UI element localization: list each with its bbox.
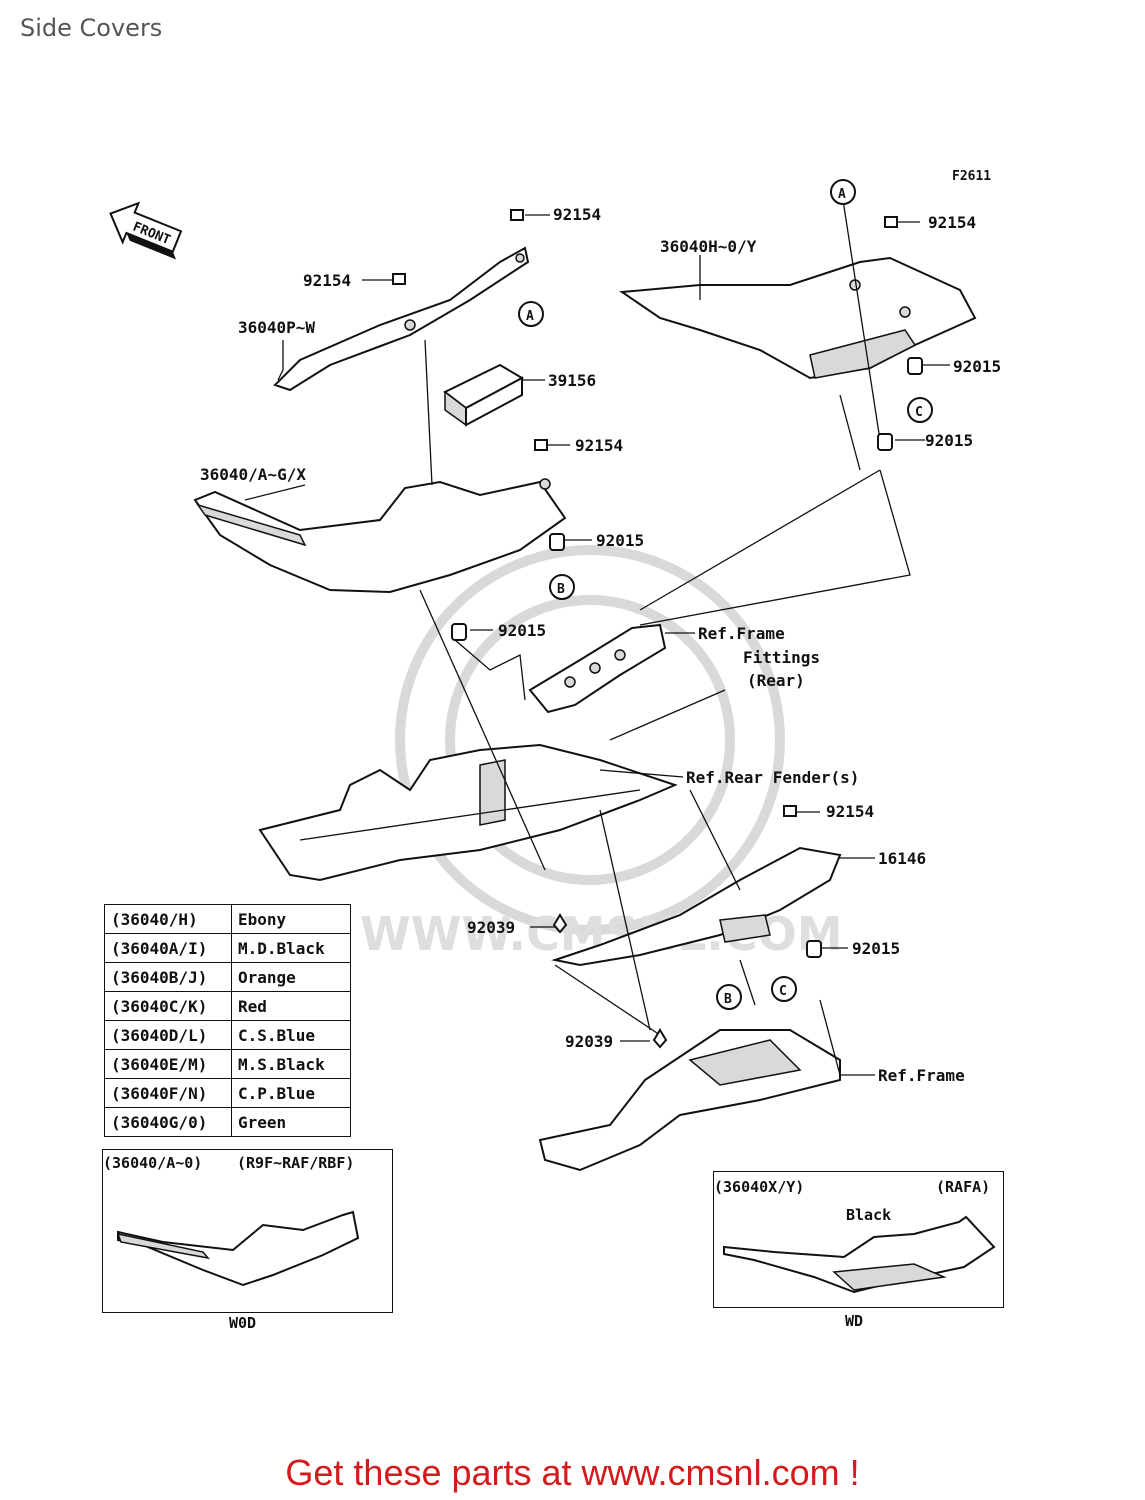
cover-36040pw-part [273, 246, 530, 392]
color-table-row: (36040A/I)M.D.Black [104, 933, 351, 963]
color-table-row: (36040E/M)M.S.Black [104, 1049, 351, 1079]
watermark: WWW.CMSNL.COM [360, 545, 843, 961]
inset-wd-part [723, 1215, 996, 1294]
hardware-collars [451, 357, 923, 958]
color-code-cell: (36040F/N) [104, 1078, 232, 1108]
inset-wd-models: (RAFA) [936, 1178, 991, 1196]
marker-b-mid: B [549, 574, 575, 600]
color-name-cell: M.S.Black [231, 1049, 351, 1079]
rear-fender-part [258, 743, 678, 882]
color-table-row: (36040/H)Ebony [104, 904, 351, 934]
label-92154-b: 92154 [303, 271, 351, 290]
color-code-cell: (36040/H) [104, 904, 232, 934]
color-table-row: (36040D/L)C.S.Blue [104, 1020, 351, 1050]
inset-w0d-code: (36040/A~0) [103, 1154, 203, 1172]
label-36040agx: 36040/A~G/X [200, 465, 306, 484]
inset-w0d-models: (R9F~RAF/RBF) [237, 1154, 355, 1172]
svg-text:C: C [779, 984, 787, 999]
color-code-cell: (36040A/I) [104, 933, 232, 963]
label-ref-rear-fender: Ref.Rear Fender(s) [686, 768, 859, 787]
cover-36040agx-part [193, 478, 567, 594]
marker-c-top: C [907, 397, 933, 423]
label-92015-c: 92015 [596, 531, 644, 550]
label-92015-e: 92015 [852, 939, 900, 958]
inset-wd: (36040X/Y) (RAFA) Black [713, 1171, 1004, 1308]
label-ref-frame-fittings-3: (Rear) [747, 671, 805, 690]
color-code-cell: (36040D/L) [104, 1020, 232, 1050]
label-92039-a: 92039 [467, 918, 515, 937]
marker-a-top: A [518, 301, 544, 327]
color-name-cell: Orange [231, 962, 351, 992]
svg-text:B: B [724, 992, 732, 1007]
label-92039-b: 92039 [565, 1032, 613, 1051]
color-code-cell: (36040B/J) [104, 962, 232, 992]
svg-text:B: B [557, 582, 565, 597]
label-36040hoy: 36040H~0/Y [660, 237, 757, 256]
svg-text:C: C [915, 405, 923, 420]
label-ref-frame-fittings-1: Ref.Frame [698, 624, 785, 643]
inset-wd-black-note: Black [846, 1206, 892, 1224]
marker-b-bottom: B [716, 984, 742, 1010]
label-39156: 39156 [548, 371, 596, 390]
front-arrow-icon: FRONT [109, 201, 183, 260]
label-92154-a: 92154 [553, 205, 601, 224]
marker-a-right: A [830, 179, 856, 205]
color-code-cell: (36040E/M) [104, 1049, 232, 1079]
inset-w0d: (36040/A~0) (R9F~RAF/RBF) [102, 1149, 393, 1313]
cover-16146-part [551, 846, 842, 967]
color-name-cell: Green [231, 1107, 351, 1137]
page-title: Side Covers [20, 14, 163, 42]
ref-frame-part [538, 1029, 841, 1172]
label-ref-frame-fittings-2: Fittings [743, 648, 820, 667]
color-name-cell: Red [231, 991, 351, 1021]
label-92015-a: 92015 [953, 357, 1001, 376]
label-16146: 16146 [878, 849, 926, 868]
cover-36040hoy-part [619, 256, 977, 380]
color-name-cell: C.P.Blue [231, 1078, 351, 1108]
hardware-bolts [392, 209, 898, 817]
color-name-cell: M.D.Black [231, 933, 351, 963]
leader-lines [244, 199, 950, 1076]
color-code-cell: (36040C/K) [104, 991, 232, 1021]
color-code-cell: (36040G/0) [104, 1107, 232, 1137]
label-92015-d: 92015 [498, 621, 546, 640]
svg-text:A: A [838, 187, 846, 202]
pad-39156-part [443, 363, 525, 427]
hardware-clips [552, 913, 668, 1049]
color-name-cell: Ebony [231, 904, 351, 934]
inset-w0d-part [116, 1210, 360, 1287]
color-table-row: (36040B/J)Orange [104, 962, 351, 992]
color-name-cell: C.S.Blue [231, 1020, 351, 1050]
part-labels: 92154 92154 36040P~W 39156 92154 36040H~… [200, 205, 1001, 1085]
label-92154-d: 92154 [575, 436, 623, 455]
label-92154-c: 92154 [928, 213, 976, 232]
inset-wd-code: (36040X/Y) [714, 1178, 805, 1196]
label-ref-frame: Ref.Frame [878, 1066, 965, 1085]
figure-code: F2611 [952, 169, 991, 184]
color-variant-table: (36040/H)Ebony(36040A/I)M.D.Black(36040B… [104, 904, 351, 1137]
marker-c-bottom: C [771, 976, 797, 1002]
frame-fittings-rear-part [528, 623, 667, 714]
color-table-row: (36040G/0)Green [104, 1107, 351, 1137]
label-92154-e: 92154 [826, 802, 874, 821]
inset-w0d-label: W0D [229, 1314, 257, 1332]
label-92015-b: 92015 [925, 431, 973, 450]
cta-banner[interactable]: Get these parts at www.cmsnl.com ! [285, 1452, 860, 1493]
color-table-row: (36040C/K)Red [104, 991, 351, 1021]
inset-wd-label: WD [845, 1312, 864, 1330]
color-table-row: (36040F/N)C.P.Blue [104, 1078, 351, 1108]
svg-text:A: A [526, 309, 534, 324]
label-36040pw: 36040P~W [238, 318, 315, 337]
